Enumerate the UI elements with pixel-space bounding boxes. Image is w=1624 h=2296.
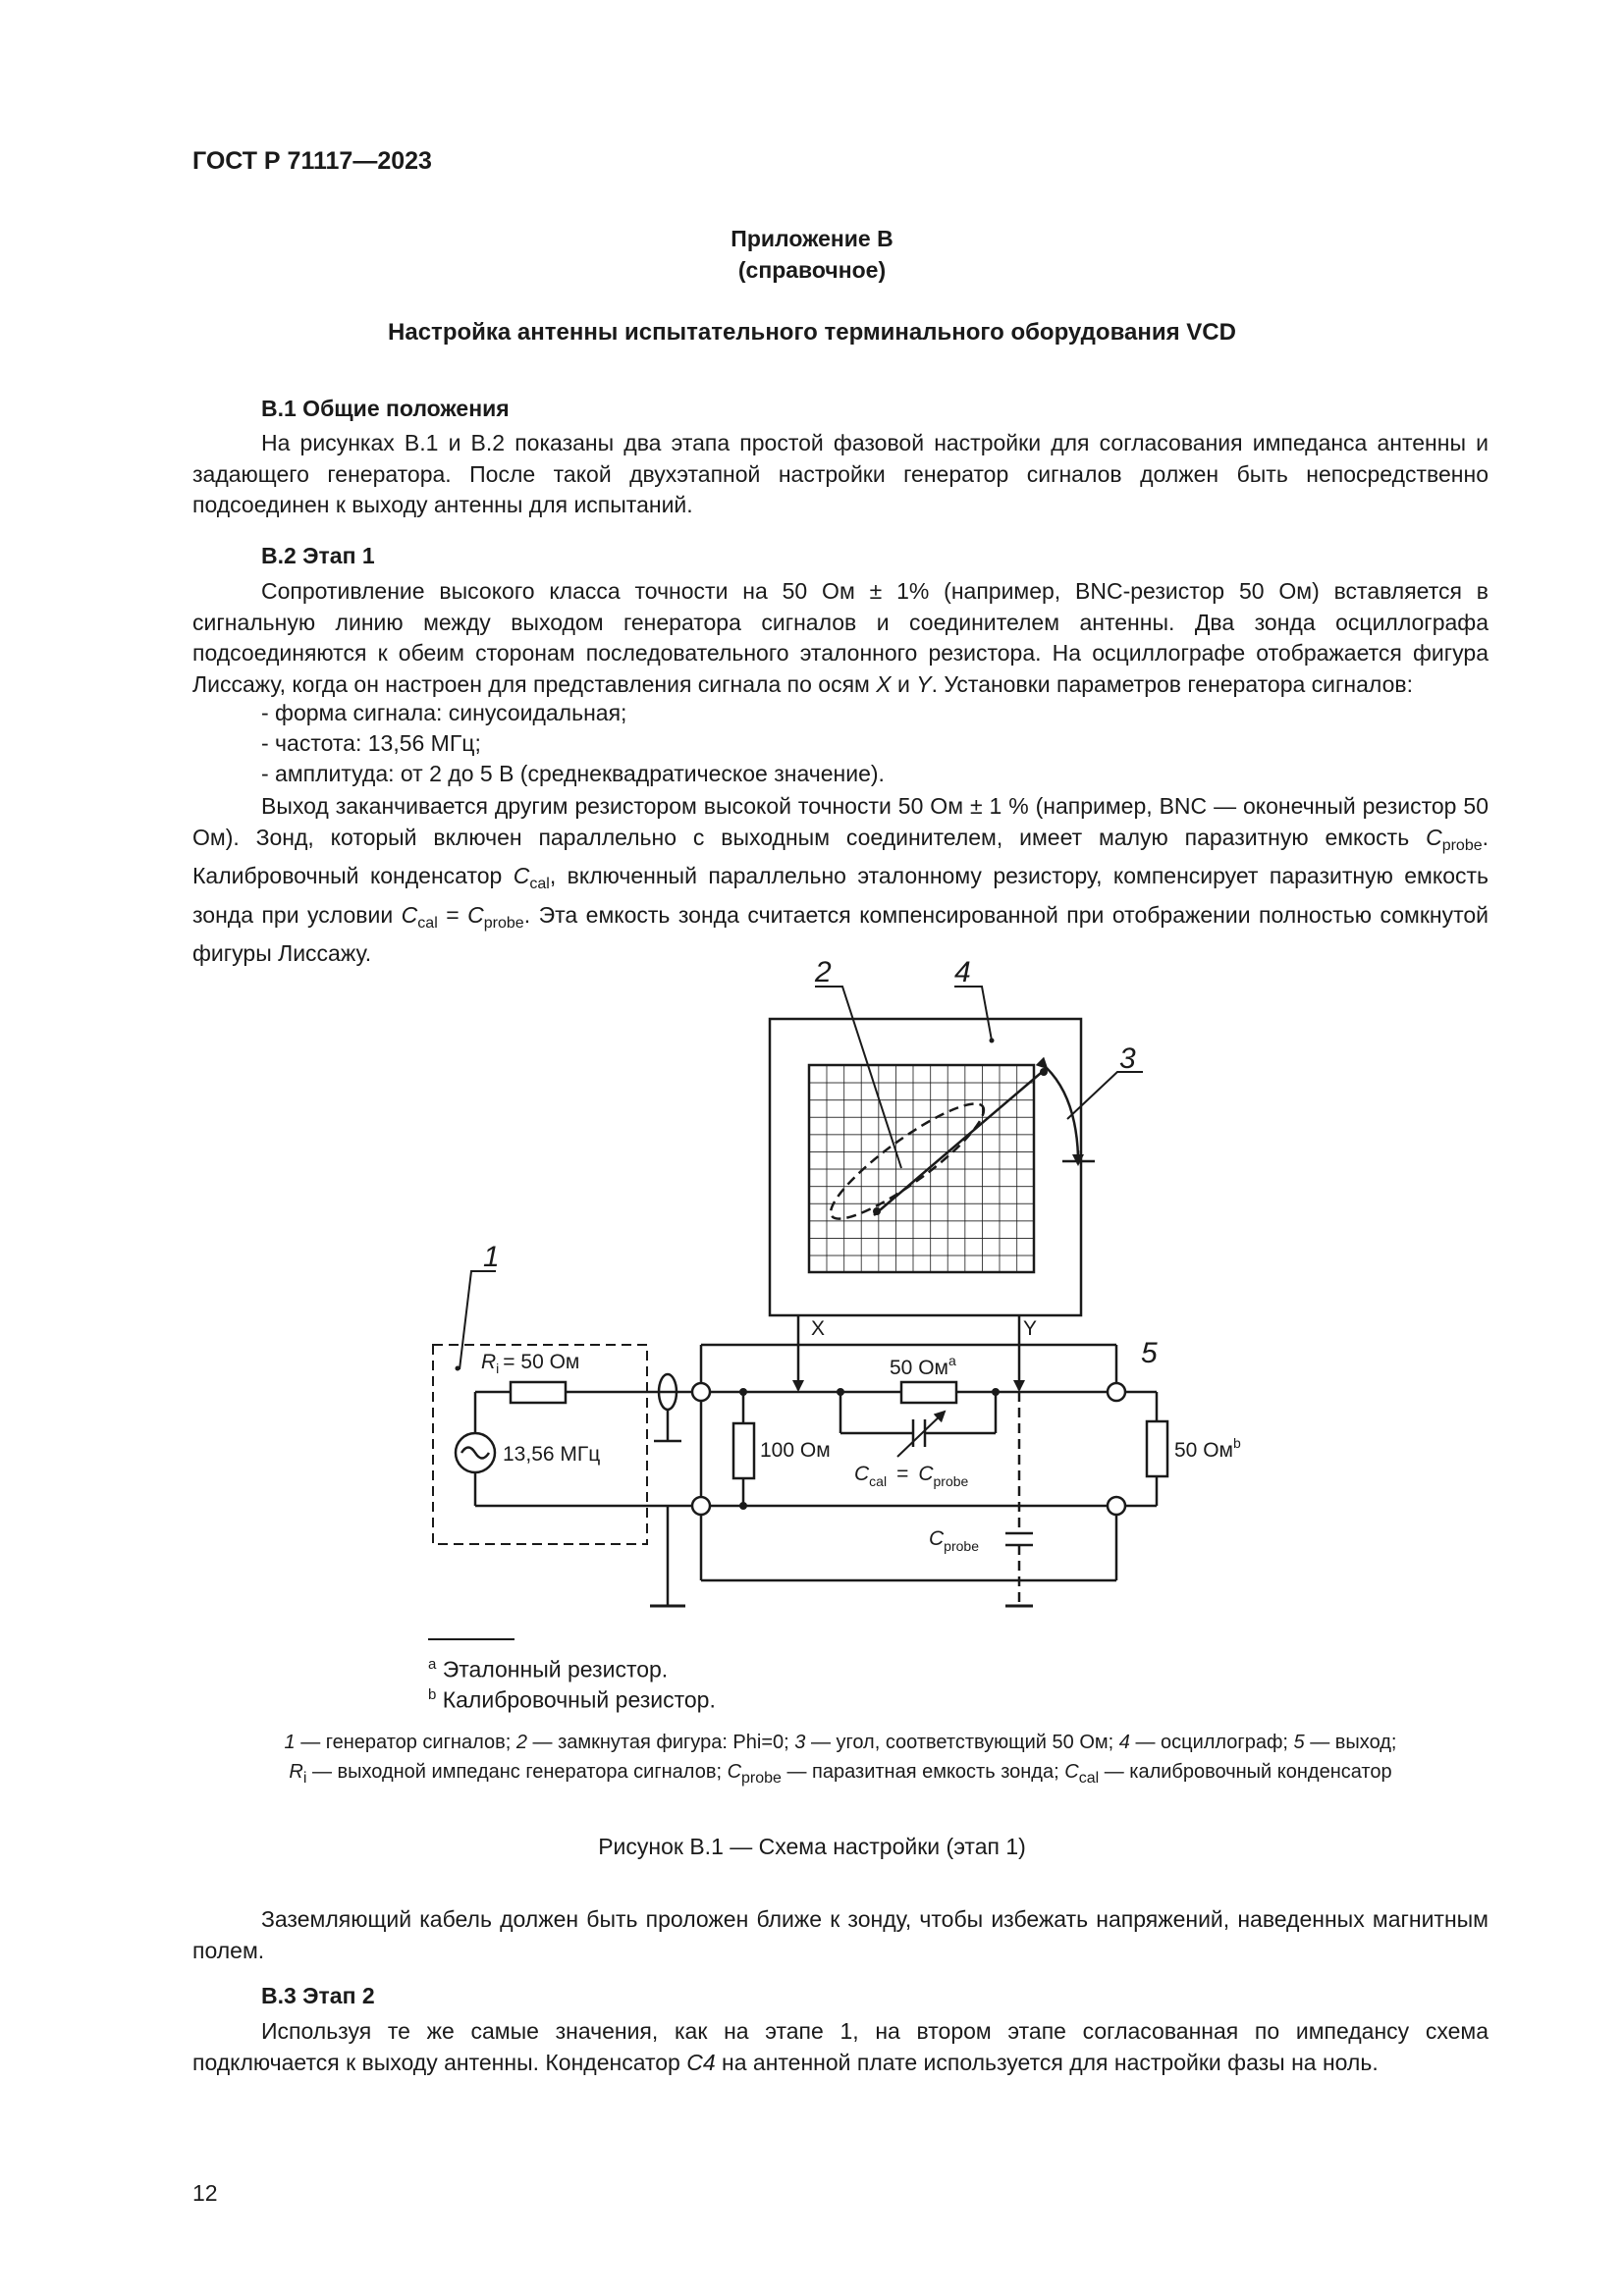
label-5: 5 [1141, 1337, 1158, 1369]
footnote-b: b Калибровочный резистор. [428, 1686, 716, 1713]
legend-line-2: Ri — выходной импеданс генератора сигнал… [289, 1761, 1392, 1787]
leader-4 [954, 986, 993, 1041]
ri-resistor [509, 1380, 568, 1405]
label-3: 3 [1119, 1042, 1136, 1075]
terminal [690, 1495, 712, 1517]
oscilloscope-box [768, 1017, 1083, 1317]
terminal [1106, 1495, 1127, 1517]
section-b1-text: На рисунках В.1 и В.2 показаны два этапа… [192, 428, 1489, 521]
angle-arc [1035, 1056, 1080, 1157]
sine-icon [460, 1446, 491, 1460]
ri-label: Ri= 50 Ом [481, 1351, 579, 1376]
trimmer-arrow [896, 1410, 947, 1458]
list-item: - амплитуда: от 2 до 5 В (среднеквадрати… [261, 761, 885, 786]
label-2: 2 [814, 956, 832, 988]
figure-caption: Рисунок В.1 — Схема настройки (этап 1) [598, 1834, 1026, 1859]
figure-dot [1040, 1068, 1048, 1076]
label-x: X [811, 1317, 825, 1340]
label-y: Y [1023, 1317, 1037, 1340]
reference-resistor [899, 1380, 958, 1405]
page-number: 12 [192, 2180, 218, 2206]
figure-dot [873, 1207, 881, 1215]
terminal [1106, 1381, 1127, 1403]
section-b2-heading: В.2 Этап 1 [261, 543, 375, 568]
leader-dot [989, 1038, 995, 1043]
section-b2-text-2: Выход заканчивается другим резистором вы… [192, 791, 1489, 970]
section-b1-paragraph: На рисунках В.1 и В.2 показаны два этапа… [192, 430, 1489, 517]
leader-2 [815, 986, 902, 1169]
section-b3-paragraph: Используя те же самые значения, как на э… [192, 2018, 1489, 2075]
oscilloscope-grid [807, 1063, 1036, 1274]
lissajous-line [873, 1067, 1048, 1216]
generator-box [432, 1344, 648, 1545]
leader-dot [455, 1365, 460, 1371]
leader-1 [459, 1270, 496, 1370]
section-b3-text: Используя те же самые значения, как на э… [192, 2016, 1489, 2078]
after-figure-text: Заземляющий кабель должен быть проложен … [192, 1904, 1489, 1966]
label-4: 4 [954, 956, 971, 988]
termination-resistor-label: 50 Омb [1174, 1435, 1241, 1462]
figure-legend: 1 — генератор сигналов; 2 — замкнутая фи… [192, 1728, 1489, 1793]
section-b2-text: Сопротивление высокого класса точности н… [192, 576, 1489, 700]
lissajous-ellipse [829, 1102, 986, 1220]
legend-line-1: 1 — генератор сигналов; 2 — замкнутая фи… [284, 1732, 1397, 1753]
cprobe-label: Cprobe [929, 1527, 979, 1554]
termination-resistor [1145, 1419, 1169, 1478]
standard-header: ГОСТ Р 71117—2023 [192, 147, 432, 175]
appendix-label: Приложение В [731, 226, 893, 251]
freq-label: 13,56 МГц [503, 1443, 600, 1466]
terminal [690, 1381, 712, 1403]
reference-resistor-label: 50 Омa [890, 1353, 956, 1379]
ccal-label: Ccal=Cprobe [854, 1463, 969, 1489]
appendix-type: (справочное) [737, 257, 887, 283]
r100-label: 100 Ом [760, 1439, 831, 1462]
leader-3 [1066, 1071, 1143, 1120]
list-item: - частота: 13,56 МГц; [261, 730, 481, 756]
section-b2-paragraph-2: Выход заканчивается другим резистором вы… [192, 793, 1489, 966]
label-1: 1 [483, 1241, 500, 1273]
section-b3-heading: В.3 Этап 2 [261, 1983, 375, 2008]
section-b2-paragraph-1: Сопротивление высокого класса точности н… [192, 578, 1489, 697]
section-b1-heading: В.1 Общие положения [261, 396, 510, 421]
footnote-a: a Эталонный резистор. [428, 1656, 669, 1682]
r100-resistor [731, 1421, 756, 1480]
list-item: - форма сигнала: синусоидальная; [261, 700, 627, 725]
after-figure-paragraph: Заземляющий кабель должен быть проложен … [192, 1906, 1489, 1963]
appendix-title: Настройка антенны испытательного термина… [388, 319, 1236, 346]
